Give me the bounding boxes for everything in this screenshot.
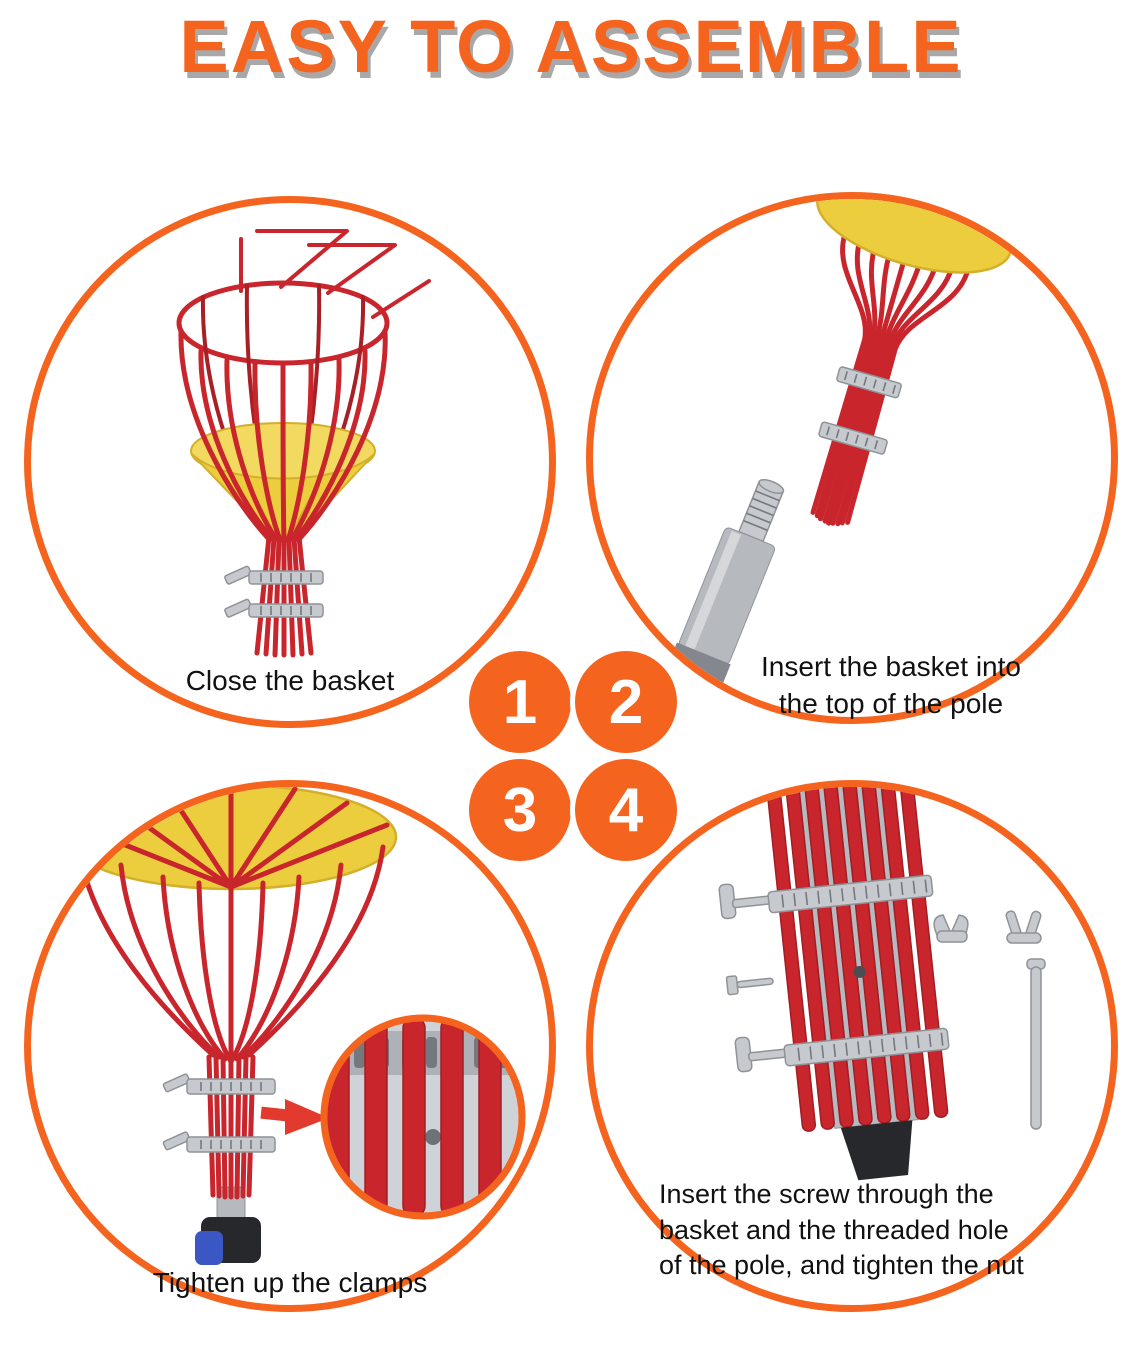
- blue-clip: [195, 1231, 223, 1265]
- magnifier-detail: [324, 1018, 522, 1216]
- magnified-tines: [327, 1018, 501, 1216]
- step-1-number: 1: [502, 667, 538, 737]
- hose-clamp-upper: [719, 863, 933, 919]
- basket-rim: [176, 280, 390, 366]
- hose-clamp-upper: [163, 1074, 275, 1094]
- step-2-caption: Insert the basket into the top of the po…: [761, 651, 1021, 719]
- step-4-number: 4: [608, 775, 644, 845]
- basket-front-wires: [178, 328, 388, 543]
- step-1-panel: Close the basket: [24, 196, 556, 728]
- threaded-hole: [853, 965, 866, 978]
- step-2-panel: Insert the basket into the top of the po…: [586, 192, 1118, 724]
- loose-screw: [726, 972, 774, 995]
- step-2-number-badge: 2: [575, 651, 677, 753]
- magnifier-ring: [324, 1018, 522, 1216]
- step-1-number-badge: 1: [469, 651, 571, 753]
- wing-nut-2: [1005, 910, 1042, 943]
- tine-bundle: [209, 1057, 253, 1197]
- cushion-ribs: [75, 787, 387, 887]
- screw-and-nut-illustration: [593, 787, 1111, 1305]
- step-3-panel: Tighten up the clamps: [24, 780, 556, 1312]
- step-4-number-badge: 4: [575, 759, 677, 861]
- long-screw-pin: [1027, 959, 1045, 1129]
- page-title: EASY TO ASSEMBLE: [179, 5, 963, 88]
- hose-clamp-upper: [224, 565, 324, 585]
- tine-bundle: [254, 534, 314, 658]
- hose-clamp-lower: [163, 1132, 275, 1152]
- step-3-number-badge: 3: [469, 759, 571, 861]
- zoom-arrow: [260, 1099, 329, 1135]
- step-2-number: 2: [608, 667, 644, 737]
- hose-clamp-lower: [735, 1016, 949, 1072]
- basket-prongs: [239, 229, 431, 319]
- step-1-caption: Close the basket: [185, 665, 395, 696]
- clamp-tightening-illustration: [31, 787, 549, 1305]
- hose-clamp-lower: [818, 421, 888, 454]
- hose-clamp-lower: [224, 598, 324, 618]
- step-3-number: 3: [502, 775, 538, 845]
- basket-wires: [79, 847, 383, 1060]
- pole-hole: [425, 1129, 441, 1145]
- step-3-caption: Tighten up the clamps: [152, 1267, 428, 1298]
- hose-clamp-upper: [836, 366, 902, 398]
- basket-on-pole: [66, 787, 396, 1265]
- basket-and-pole-tip-illustration: [593, 199, 1111, 717]
- handle: [841, 1120, 918, 1181]
- step-4-panel: Insert the screw through the basket and …: [586, 780, 1118, 1312]
- open-basket-illustration: [176, 229, 431, 658]
- basket-base-closeup: [706, 787, 961, 1192]
- step-4-caption: Insert the screw through the basket and …: [659, 1179, 1024, 1281]
- wing-nut-1: [934, 915, 968, 942]
